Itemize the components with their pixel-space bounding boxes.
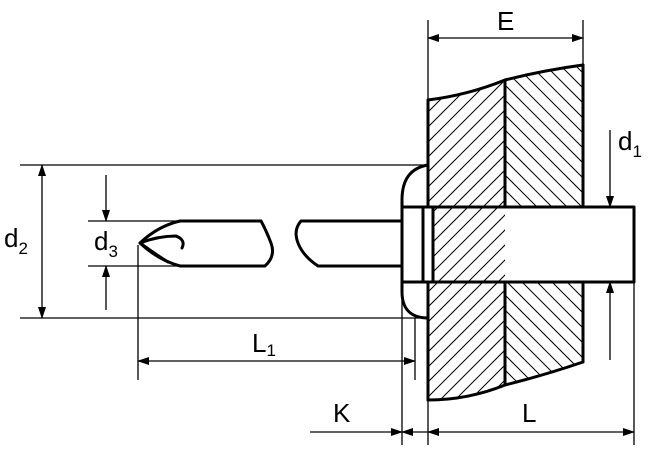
hatch-line — [505, 65, 583, 385]
hatch-line — [505, 65, 576, 385]
hatch-line — [585, 60, 654, 410]
hatch-line — [428, 80, 505, 400]
hatch-line — [505, 65, 583, 385]
hatch-line — [580, 60, 654, 410]
hatch-line — [428, 80, 505, 400]
hatch-line — [505, 65, 531, 385]
hatch-line — [505, 65, 583, 385]
dimension-labels: E d2 d3 d1 L1 K L — [4, 6, 642, 428]
dimension-lines — [38, 34, 635, 436]
hatch-line — [70, 60, 420, 410]
hatch-line — [444, 80, 505, 400]
hatch-line — [505, 65, 516, 385]
mandrel-head-petals — [138, 234, 185, 264]
rivet-sleeve — [400, 205, 636, 284]
label-K: K — [333, 398, 351, 428]
hatch-line — [505, 65, 583, 385]
hatch-line — [505, 65, 583, 385]
hatch-line — [428, 80, 505, 400]
label-d3: d3 — [94, 226, 118, 261]
label-E: E — [497, 6, 514, 36]
hatch-line — [428, 80, 505, 400]
hatch-line — [595, 60, 654, 410]
hatch-line — [429, 80, 505, 400]
hatch-line — [505, 65, 583, 385]
sleeve-ring — [421, 205, 435, 284]
mandrel-left-segment — [138, 219, 274, 268]
hatch-line — [428, 80, 505, 400]
label-d2: d2 — [4, 223, 28, 258]
mandrel — [138, 219, 404, 268]
hatch-line — [539, 65, 583, 385]
mandrel-right-segment — [294, 219, 404, 268]
hatch-line — [625, 60, 654, 410]
label-d1: d1 — [618, 126, 642, 161]
hatch-line — [428, 80, 505, 400]
hatch-line — [505, 65, 546, 385]
hatch-line — [150, 60, 500, 410]
hatch-line — [428, 80, 505, 400]
workpiece-plates — [70, 60, 654, 410]
hatch-line — [509, 65, 583, 385]
hatch-line — [428, 80, 496, 400]
hatch-line — [505, 65, 583, 385]
rivet-head — [400, 163, 430, 320]
hatch-line — [504, 80, 505, 400]
hatch-line — [645, 60, 654, 410]
hatch-line — [610, 60, 654, 410]
hatch-line — [428, 80, 505, 400]
hatch-line — [428, 80, 505, 400]
label-L1: L1 — [252, 328, 276, 360]
hatch-line — [459, 80, 505, 400]
hatch-line — [505, 65, 583, 385]
hatch-line — [428, 80, 505, 400]
hatch-line — [505, 65, 583, 385]
hatch-line — [505, 65, 583, 385]
hatch-line — [640, 60, 654, 410]
hatch-line — [505, 65, 583, 385]
hatch-line — [550, 60, 654, 410]
extension-lines — [20, 20, 635, 445]
hatch-line — [600, 60, 654, 410]
hatch-line — [428, 80, 505, 400]
hatch-line — [428, 80, 505, 400]
hatch-line — [428, 80, 505, 400]
left-plate-hatching — [70, 60, 654, 410]
rivet-body — [400, 163, 636, 320]
hatch-line — [489, 80, 505, 400]
hatch-line — [554, 65, 583, 385]
label-L: L — [522, 398, 536, 428]
